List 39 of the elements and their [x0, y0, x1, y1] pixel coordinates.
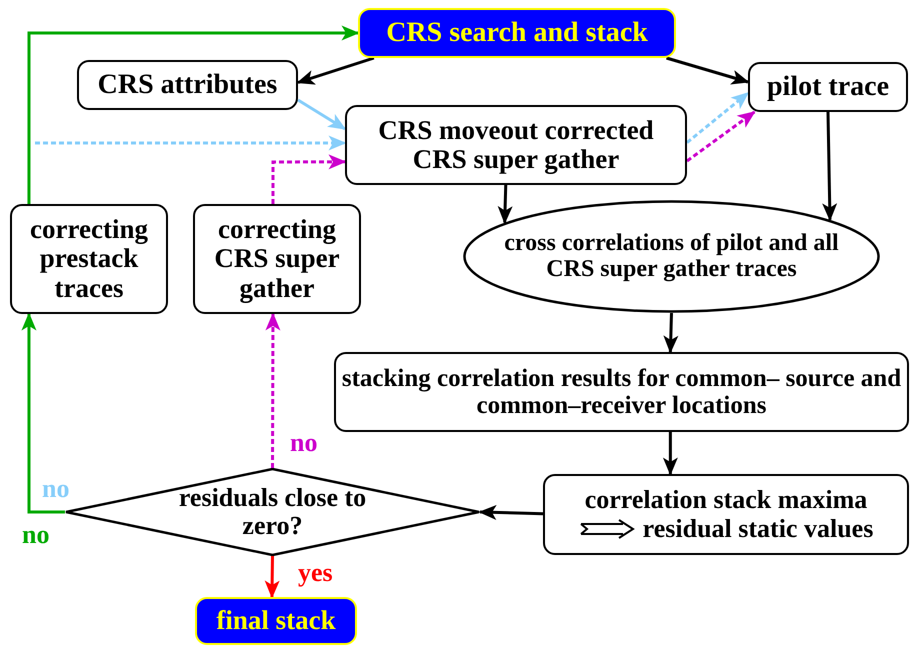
- arrow: [27, 26, 360, 204]
- arrow: [686, 110, 756, 162]
- process-ellipse: [463, 200, 880, 313]
- node-text: correlation stack maxima: [584, 486, 868, 514]
- arrow: [296, 56, 374, 85]
- node-text: pilot trace: [766, 72, 890, 102]
- arrow: [822, 112, 838, 222]
- process-box: [345, 105, 687, 185]
- process-box: [748, 62, 908, 112]
- node-text: residual static values: [642, 514, 874, 543]
- process-box: [77, 60, 298, 110]
- node-text: residuals close to zero?: [178, 484, 368, 540]
- arrow: [21, 312, 65, 514]
- node-text: stacking correlation results for common– source and common–receiver locations: [340, 365, 902, 419]
- terminal-box: [195, 597, 357, 645]
- arrow: [478, 504, 544, 520]
- process-box: [543, 474, 909, 555]
- node-text: correcting prestack traces: [29, 215, 149, 303]
- node-text: CRS search and stack: [386, 18, 648, 48]
- process-box: [10, 204, 168, 314]
- arrow: [662, 432, 678, 476]
- branch-label: no: [42, 476, 70, 502]
- node-text: final stack: [216, 606, 336, 636]
- node-text: CRS moveout corrected CRS super gather: [377, 116, 655, 174]
- process-box: [193, 204, 361, 314]
- arrow: [666, 56, 750, 85]
- arrow: [297, 98, 346, 130]
- arrow: [264, 556, 280, 598]
- node-text: CRS attributes: [98, 70, 278, 100]
- arrow: [271, 154, 346, 204]
- arrow: [686, 92, 750, 144]
- arrow: [498, 184, 513, 224]
- node-text: cross correlations of pilot and all CRS super gather traces: [503, 230, 840, 282]
- terminal-box: [358, 8, 676, 58]
- arrow: [663, 312, 678, 354]
- arrow: [265, 312, 280, 468]
- process-box: [334, 352, 909, 432]
- arrow: [35, 136, 346, 150]
- node-text: correcting CRS super gather: [213, 215, 341, 303]
